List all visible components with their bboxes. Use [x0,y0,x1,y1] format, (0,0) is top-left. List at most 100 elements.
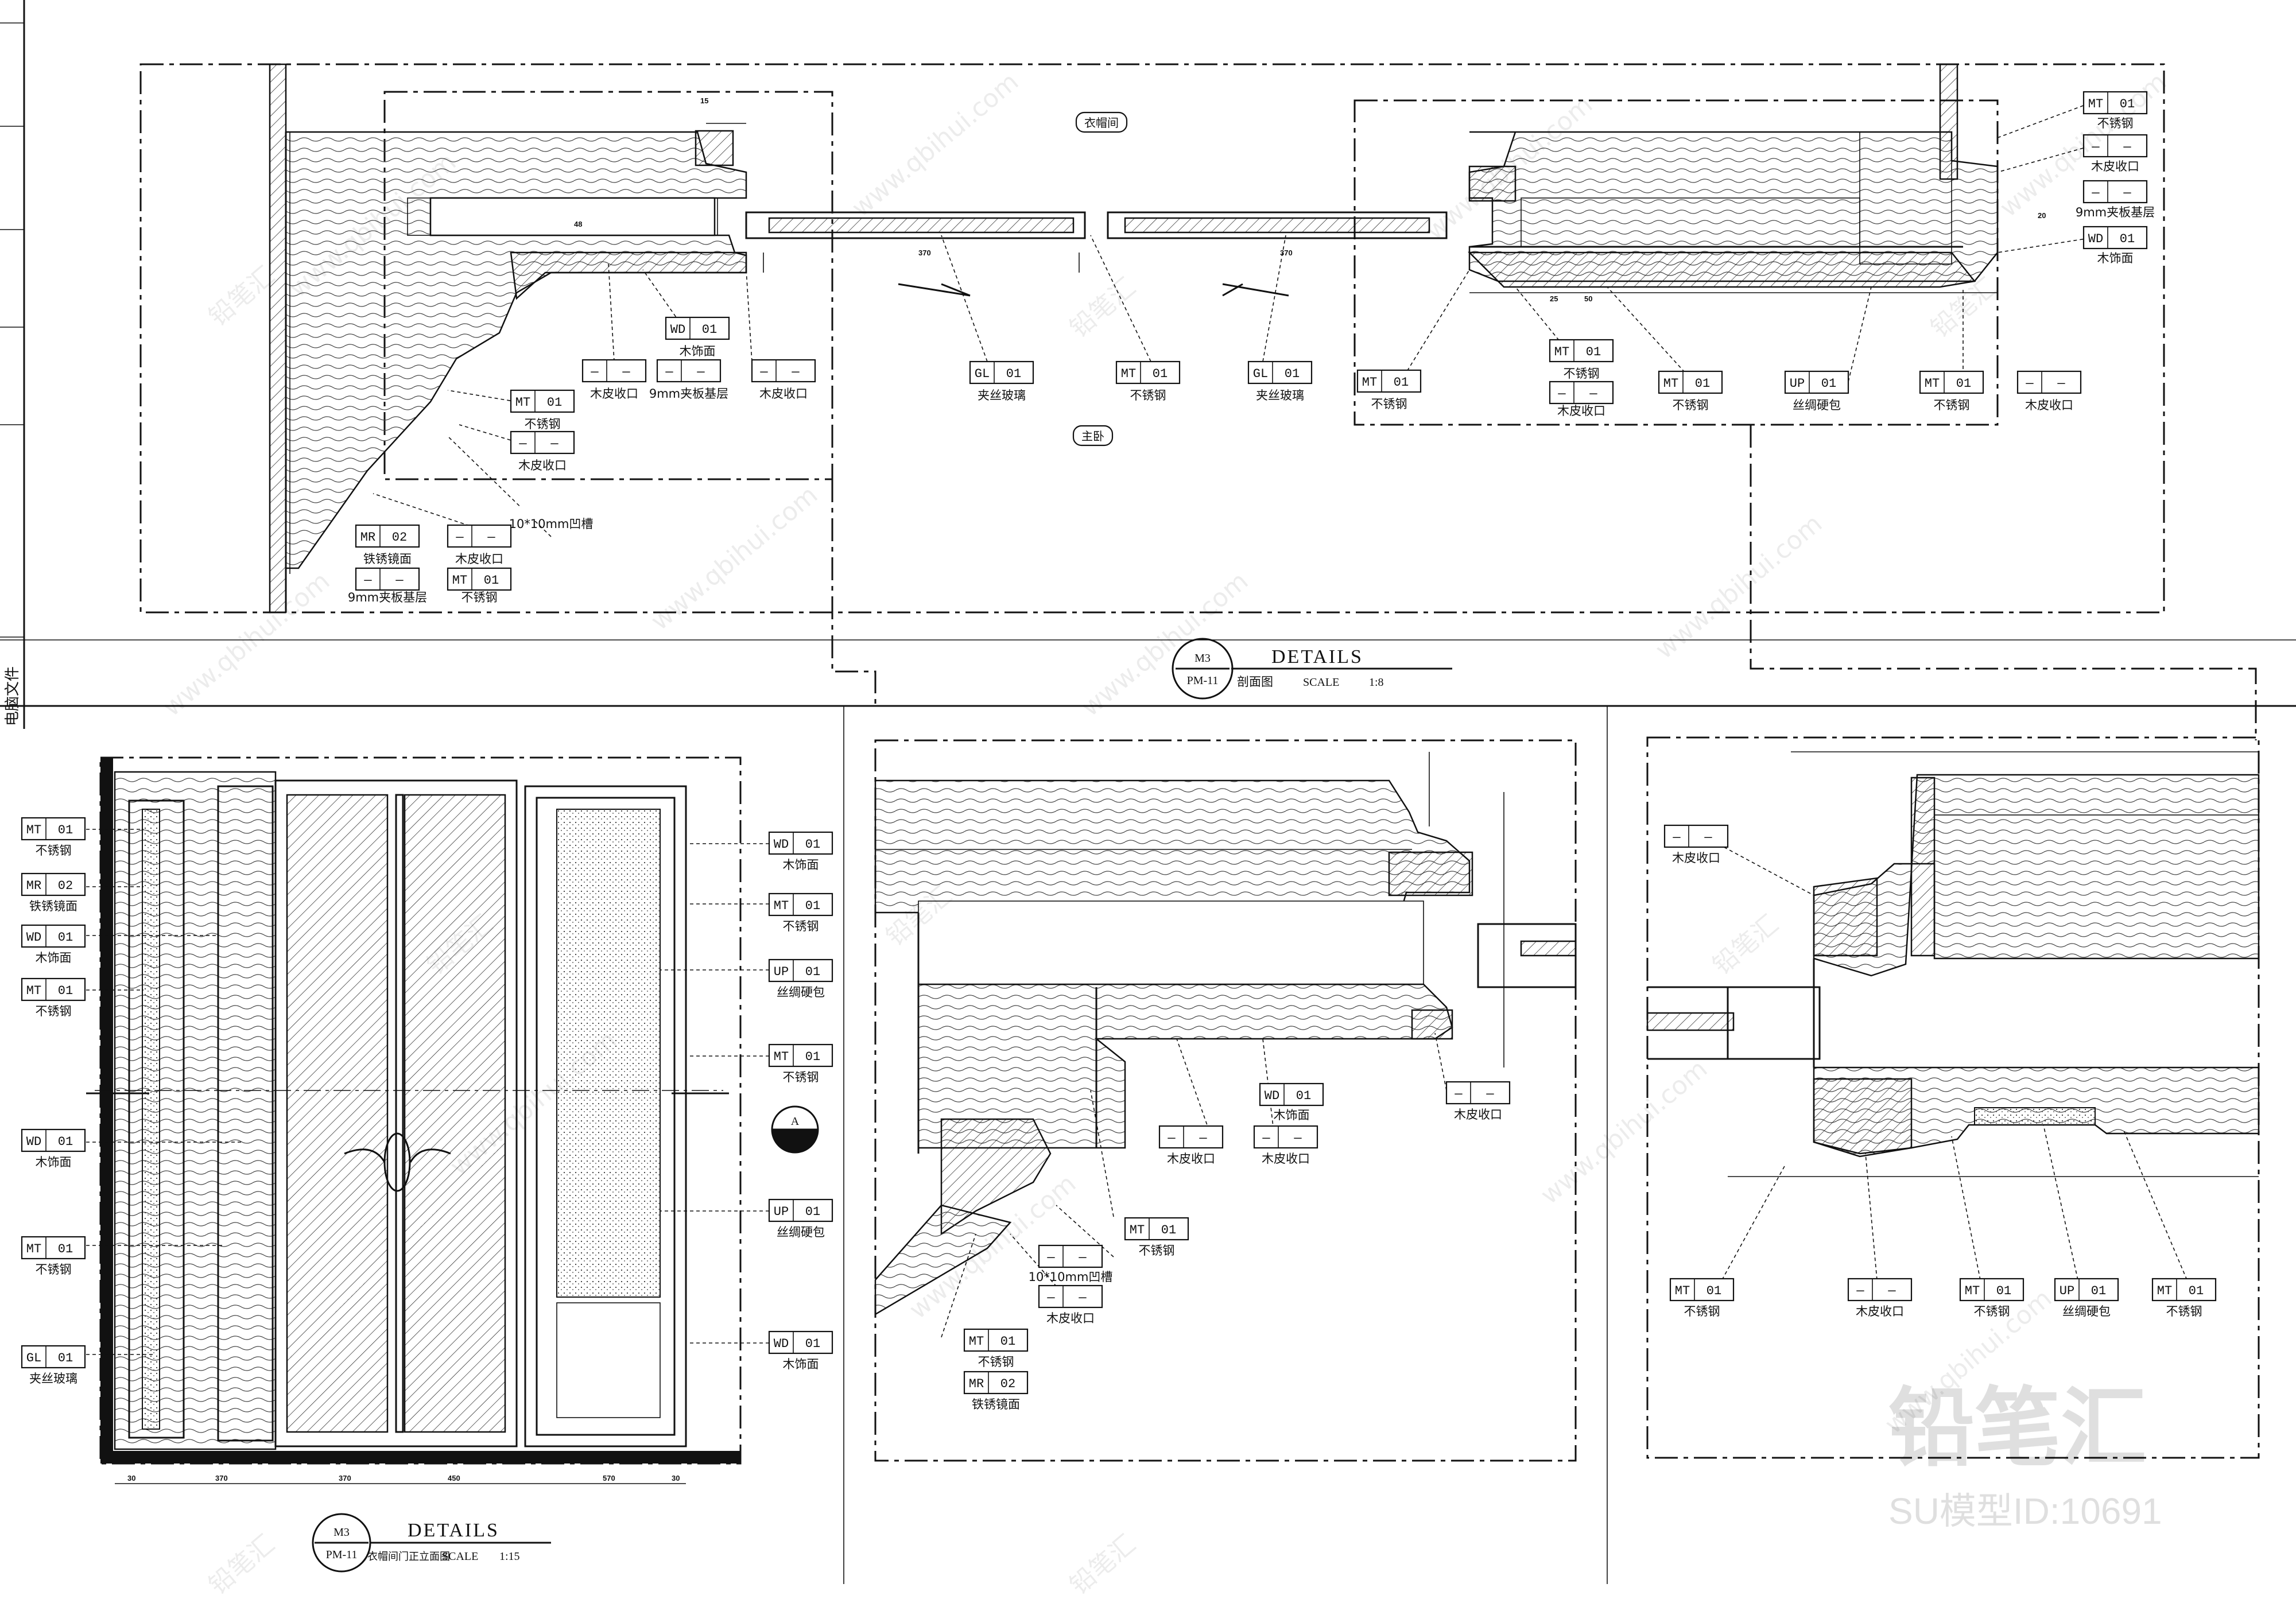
enlarged-section-right: — — 木皮收口 MT 01 不锈钢 — — 木皮收口 MT 01 不锈钢 UP… [1646,736,2260,1459]
svg-text:丝绸硬包: 丝绸硬包 [777,1225,825,1239]
detail-sheet: PM-11 [326,1548,358,1561]
svg-text:—: — [1046,1291,1055,1305]
svg-text:01: 01 [1996,1284,2011,1298]
svg-text:UP: UP [774,1205,789,1219]
svg-text:木皮收口: 木皮收口 [1262,1152,1310,1166]
material-tag: WD 01 木饰面 [2082,226,2148,265]
svg-text:木皮收口: 木皮收口 [2091,160,2139,173]
svg-text:01: 01 [1394,375,1409,390]
material-tag: MT 01 不锈钢 [1356,369,1422,411]
watermark-text: www.qbihui.com [1076,566,1254,723]
svg-text:9mm夹板基层: 9mm夹板基层 [348,591,427,604]
svg-text:01: 01 [805,1205,820,1219]
svg-text:9mm夹板基层: 9mm夹板基层 [649,387,728,401]
material-tag: MT 01 不锈钢 [768,892,833,933]
svg-text:丝绸硬包: 丝绸硬包 [1793,398,1841,412]
material-tag: WD 01 木饰面 [665,316,730,358]
dim-label: 570 [603,1474,615,1482]
detail-name: 衣帽间门正立面图 [367,1551,450,1563]
material-tag: WD 01 木饰面 [1259,1082,1324,1122]
svg-text:01: 01 [58,1242,73,1256]
svg-text:—: — [1887,1284,1896,1298]
material-tag: — — 9mm夹板基层 [2076,180,2155,219]
svg-text:01: 01 [58,1351,73,1365]
svg-text:GL: GL [1253,367,1268,381]
svg-text:不锈钢: 不锈钢 [1684,1305,1720,1318]
svg-text:不锈钢: 不锈钢 [1139,1244,1175,1257]
sidebar-label: 电脑文件 [4,666,21,726]
svg-text:UP: UP [1790,376,1805,391]
svg-text:01: 01 [1006,367,1021,381]
material-tag: MT 01 不锈钢 [21,977,86,1018]
svg-text:MT: MT [1362,375,1377,390]
svg-text:MT: MT [26,1242,41,1256]
svg-text:—: — [791,365,800,379]
material-tag: MT 01 不锈钢 [963,1328,1029,1369]
svg-text:木饰面: 木饰面 [36,951,72,965]
material-tag: 10*10mm凹槽 [509,499,593,531]
svg-text:铁锈镜面: 铁锈镜面 [363,552,412,566]
material-tag: — — 9mm夹板基层 [348,567,427,604]
detail-scale: 1:15 [499,1550,520,1563]
dim-label: 20 [2038,211,2046,220]
svg-text:丝绸硬包: 丝绸硬包 [777,985,825,999]
svg-text:木皮收口: 木皮收口 [1672,851,1720,865]
svg-text:—: — [1486,1087,1494,1101]
svg-text:—: — [1293,1131,1302,1146]
bottom-dimensions: 30 370 370 450 570 30 [115,1474,686,1484]
svg-text:铁锈镜面: 铁锈镜面 [29,899,77,913]
svg-text:01: 01 [805,1337,820,1351]
material-tag: — — 木皮收口 [510,430,575,472]
material-tag: WD 01 木饰面 [21,924,86,965]
svg-text:—: — [2057,376,2065,391]
material-tag: GL 01 夹丝玻璃 [969,360,1034,402]
svg-text:01: 01 [702,323,717,337]
svg-text:—: — [1672,830,1681,845]
dim-label: 370 [918,249,931,257]
svg-text:木皮收口: 木皮收口 [2025,398,2073,412]
svg-text:MT: MT [1925,376,1940,391]
svg-text:木皮收口: 木皮收口 [1856,1305,1904,1318]
material-tag: — — 木皮收口 [1445,1081,1511,1121]
svg-text:01: 01 [805,965,820,979]
svg-text:01: 01 [805,1050,820,1064]
material-tag: UP 01 丝绸硬包 [768,958,833,999]
svg-text:—: — [1454,1087,1463,1101]
svg-text:不锈钢: 不锈钢 [36,1263,72,1276]
svg-text:—: — [1856,1284,1864,1298]
detail-scale: 1:8 [1369,676,1384,689]
svg-text:木饰面: 木饰面 [2097,251,2134,265]
svg-text:不锈钢: 不锈钢 [978,1355,1014,1369]
svg-text:MT: MT [515,395,530,410]
svg-text:木饰面: 木饰面 [783,1357,819,1371]
svg-text:02: 02 [58,879,73,893]
svg-text:01: 01 [2091,1284,2106,1298]
svg-text:MT: MT [26,984,41,998]
dim-label: 370 [215,1474,228,1482]
material-tag: — — 10*10mm凹槽 [1029,1244,1112,1284]
material-tag: MT 01 不锈钢 [1115,360,1181,402]
watermark-text: 铅笔汇 [203,261,280,332]
svg-text:不锈钢: 不锈钢 [1130,389,1166,402]
material-tag: MT 01 不锈钢 [1919,370,1984,412]
dim-label: 15 [700,96,708,105]
svg-text:不锈钢: 不锈钢 [1564,367,1600,381]
watermark-text: 铅笔汇 [1707,910,1784,981]
material-tag: — — 木皮收口 [581,359,647,401]
svg-text:—: — [2091,140,2100,154]
dim-label: 48 [574,220,582,228]
svg-text:GL: GL [26,1351,41,1365]
watermark-text: www.qbihui.com [1535,1054,1713,1210]
svg-text:01: 01 [2189,1284,2204,1298]
svg-text:01: 01 [2120,97,2135,111]
svg-text:MT: MT [2088,97,2103,111]
svg-text:不锈钢: 不锈钢 [461,591,498,604]
svg-text:MT: MT [969,1334,984,1349]
svg-text:WD: WD [774,1337,789,1351]
svg-text:MT: MT [1675,1284,1690,1298]
svg-text:木饰面: 木饰面 [36,1155,72,1169]
top-section-detail: 370 370 48 25 50 15 20 衣帽间 主卧 [139,63,2257,740]
detail-title-top: M3 PM-11 DETAILS 剖面图 SCALE 1:8 [1172,638,1452,700]
svg-text:01: 01 [1000,1334,1015,1349]
material-tag: MT 01 不锈钢 [1549,339,1614,381]
